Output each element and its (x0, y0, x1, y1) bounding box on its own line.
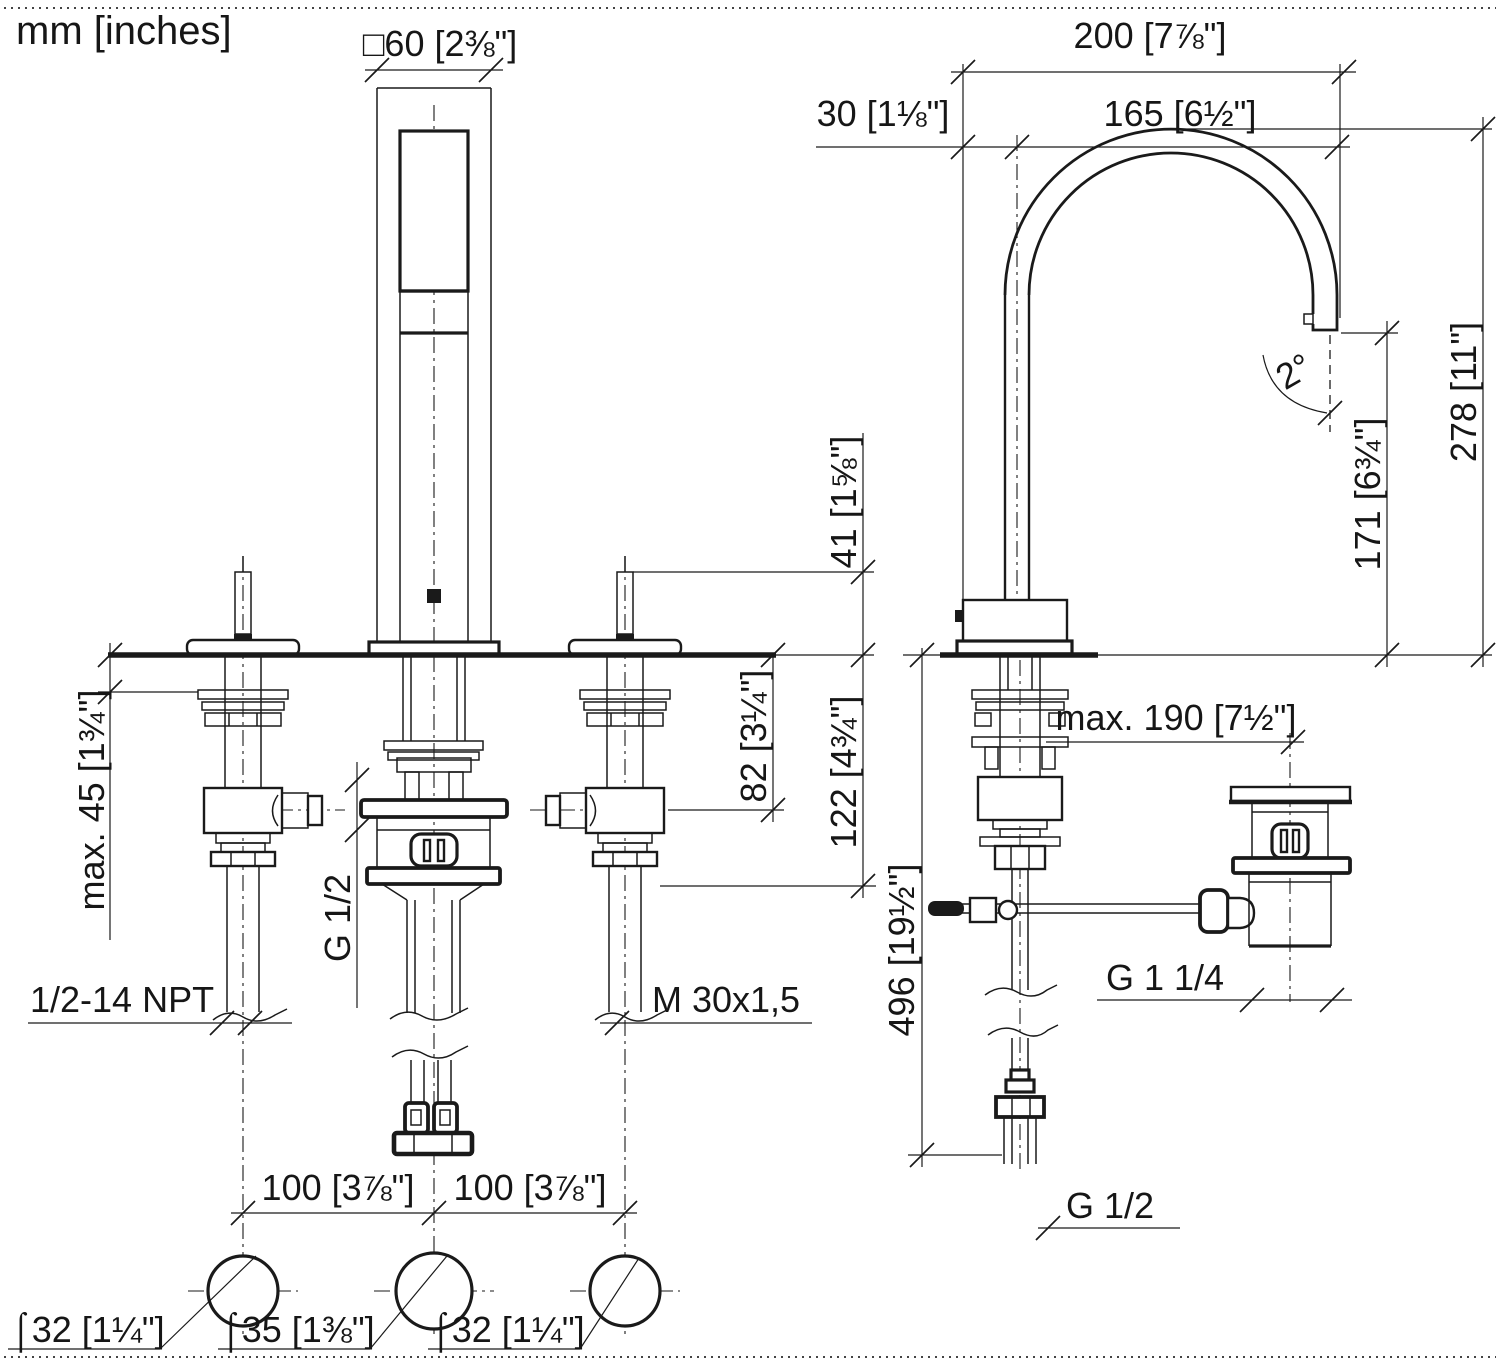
dim-counter-max: max. 45 [1¾"] (71, 690, 112, 911)
dim-install-depth: 496 [19½"] (881, 864, 922, 1037)
dim-hole-right: ⌠32 [1¼"] (430, 1309, 585, 1353)
pipe-break (594, 1008, 670, 1022)
dim-outlet-angle: 2° (1269, 345, 1319, 398)
spout-column (376, 87, 492, 642)
pipe-breaks (984, 984, 1059, 1037)
dim-rod-length: max. 190 [7½"] (1056, 697, 1297, 738)
aerator-nub (1303, 313, 1314, 325)
outlet-angle-arc (1262, 354, 1328, 414)
rod-end-link (1226, 896, 1256, 930)
thread-supply-bottom: G 1/2 (1066, 1185, 1154, 1226)
dim-hole-center: ⌠35 [1⅜"] (220, 1309, 375, 1353)
sensor-window (427, 589, 441, 603)
dim-lines (109, 69, 1484, 1214)
valve-outlet-cap (306, 794, 324, 827)
supply-pipe-bottom (984, 984, 1059, 1164)
thread-supply-right: M 30x1,5 (652, 979, 800, 1020)
rod-end-knob (1198, 888, 1230, 934)
units-label: mm [inches] (16, 9, 232, 53)
dim-reach-total: 200 [7⅞"] (1074, 15, 1227, 56)
valve-outlet-cap (544, 794, 562, 827)
hole-right-circle (588, 1254, 662, 1328)
pivot-hole (409, 832, 459, 868)
dim-height-outlet: 171 [6¾"] (1347, 418, 1388, 571)
spout-riser (1003, 295, 1031, 600)
dim-body-offset: 30 [1⅛"] (817, 93, 950, 134)
thread-drain-waste: G 1 1/4 (1106, 957, 1224, 998)
supply-hoses (410, 1060, 452, 1103)
drain-assembly-side (1229, 785, 1352, 948)
valve-right (544, 655, 671, 1022)
handle-right (567, 556, 683, 657)
pull-rod (928, 888, 1256, 934)
dim-deck-to-valve: 122 [4¾"] (823, 696, 864, 849)
drain-assembly-front (359, 655, 509, 1157)
centerlines (1016, 135, 1291, 1170)
dim-height-total: 278 [11"] (1443, 322, 1484, 462)
valve-body (202, 786, 284, 835)
dim-handle-height: 41 [1⅝"] (823, 436, 864, 569)
spout-handle (398, 129, 470, 293)
pipe-break (212, 1008, 288, 1022)
side-view (928, 127, 1352, 1170)
base-plate-side (955, 639, 1074, 656)
drain-body (376, 817, 491, 869)
pull-rod-bar (961, 903, 1201, 914)
spout-body-side (961, 598, 1069, 643)
drain-tailpiece (381, 883, 485, 1013)
valve-body (584, 786, 666, 835)
dimension-lines (8, 57, 1496, 1350)
flare-nut (994, 1095, 1046, 1119)
front-view (108, 87, 776, 1334)
rod-pivot (997, 899, 1019, 921)
pull-rod-knob (928, 901, 964, 916)
hole-left-circle (206, 1254, 280, 1328)
dim-hole-left: ⌠32 [1¼"] (10, 1309, 165, 1353)
spout-inner-arc (1027, 151, 1315, 296)
shank-stack (971, 655, 1069, 990)
hole-center-circle (394, 1251, 474, 1331)
dim-spacing-left: 100 [3⅞"] (262, 1167, 415, 1208)
thread-drain-center: G 1/2 (317, 874, 358, 962)
spout-outer-arc (1003, 127, 1339, 296)
leader-lines (8, 999, 1352, 1350)
thread-supply-left: 1/2-14 NPT (30, 979, 214, 1020)
spout-outlet (1311, 295, 1339, 332)
rod-clamp (968, 896, 998, 924)
hose-nut (391, 1130, 475, 1157)
handle-left (185, 556, 301, 657)
dim-reach-outlet: 165 [6½"] (1104, 93, 1257, 134)
pipe-breaks (389, 1007, 469, 1059)
drain-flange (359, 798, 509, 819)
dim-ticks (97, 57, 1496, 1241)
dim-deck-to-outlet: 82 [3¼"] (733, 670, 774, 803)
valve-left (197, 655, 324, 1022)
dimension-labels: □60 [2⅜"] 200 [7⅞"] 30 [1⅛"] 165 [6½"] 4… (10, 15, 1484, 1353)
dim-spout-width: □60 [2⅜"] (363, 23, 518, 64)
spout-joint-lines (400, 289, 468, 335)
pivot-hole (1270, 822, 1310, 860)
sensor-side (955, 610, 963, 622)
dim-spacing-right: 100 [3⅞"] (454, 1167, 607, 1208)
